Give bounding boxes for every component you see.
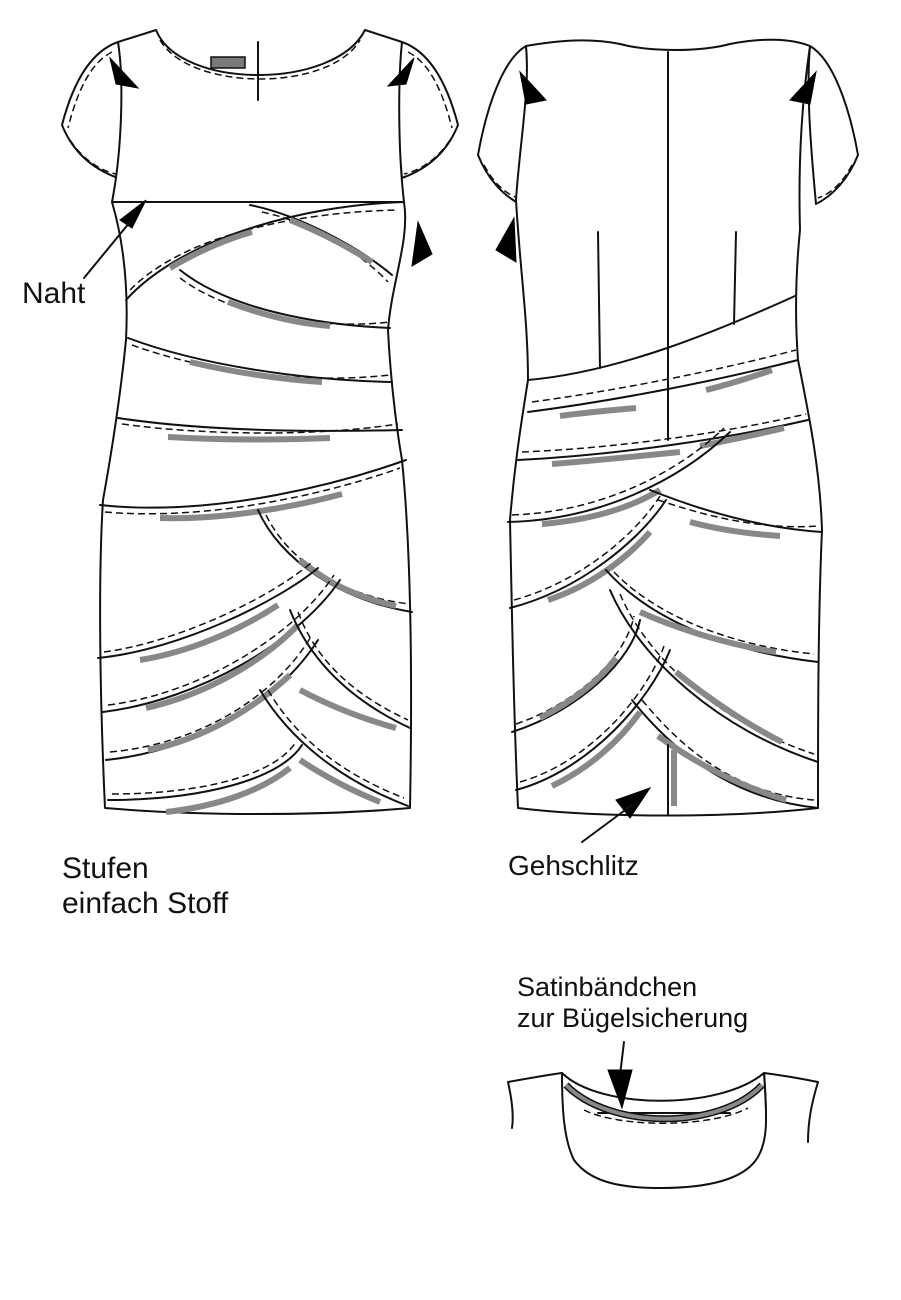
facing [561, 1072, 768, 1189]
tiers-label-line2: einfach Stoff [62, 886, 229, 920]
front-body [99, 201, 413, 815]
front-right-sleeve [396, 41, 459, 179]
neckline-detail [507, 1041, 819, 1189]
tiers-label: Stufen einfach Stoff [62, 852, 228, 921]
back-view [477, 38, 859, 843]
walking-slit-label: Gehschlitz [508, 850, 639, 881]
back-right-sleeve [807, 45, 859, 205]
seam-label: Naht [22, 277, 86, 310]
label-tag [210, 56, 246, 69]
satin-tape-label: Satinbändchen zur Bügelsicherung [517, 972, 748, 1034]
front-view [61, 29, 459, 815]
tiers-label-line1: Stufen [62, 852, 149, 885]
satin-tape-label-line1: Satinbändchen [517, 972, 698, 1002]
satin-tape-label-line2: zur Bügelsicherung [517, 1003, 749, 1034]
